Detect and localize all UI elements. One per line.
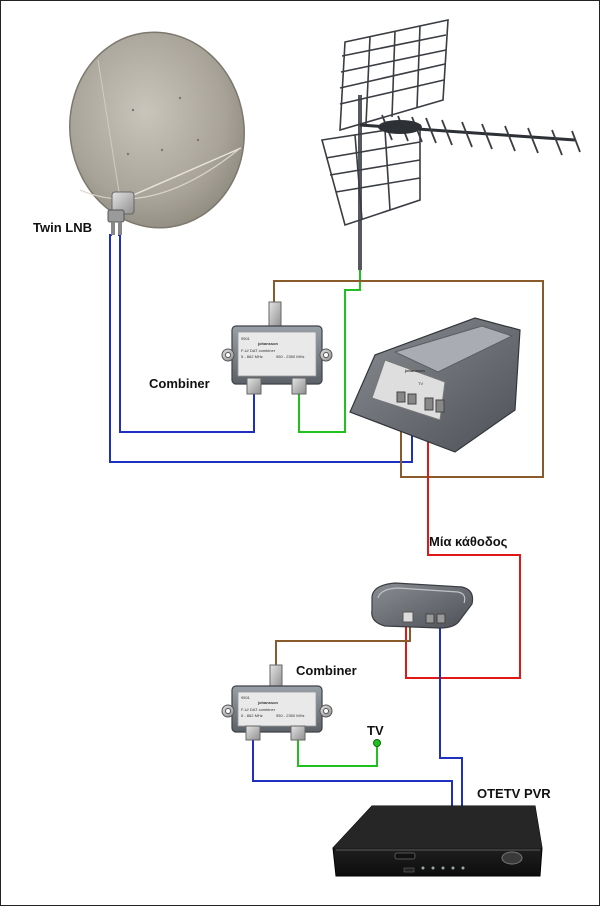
splitter-device (371, 582, 474, 629)
label-single-cable: Μία κάθοδος (429, 534, 508, 549)
cable-single-downlink (405, 410, 521, 679)
cable-combiner-to-multiswitch (273, 280, 544, 478)
label-pvr: OTETV PVR (477, 786, 551, 801)
cables (109, 234, 544, 811)
combiner-bottom-model: 9501 (241, 695, 251, 700)
multiswitch-device: johansson TV (349, 317, 521, 453)
combiner-top-spec: F-U/ DAT combiner (241, 348, 276, 353)
multiswitch-brand: johansson (404, 368, 426, 373)
label-twin-lnb: Twin LNB (33, 220, 92, 235)
combiner-bottom-range: 5 - 862 MHz (241, 713, 263, 718)
combiner-bottom-spec: F-U/ DAT combiner (241, 707, 276, 712)
combiner-top-range: 5 - 862 MHz (241, 354, 263, 359)
combiner-bottom-device: 9501 johansson F-U/ DAT combiner 5 - 862… (221, 664, 333, 741)
label-combiner-bottom: Combiner (296, 663, 357, 678)
twin-lnb (107, 191, 135, 235)
label-combiner-top: Combiner (149, 376, 210, 391)
cable-combiner-to-tv (297, 738, 378, 767)
label-tv: TV (367, 723, 384, 738)
cable-splitter-to-pvr (439, 622, 463, 811)
cable-combiner-to-pvr (252, 738, 453, 811)
multiswitch-label: TV (418, 381, 423, 386)
combiner-top-brand: johansson (257, 341, 279, 346)
pvr-device (332, 805, 543, 877)
satellite-dish (69, 31, 245, 229)
combiner-top-model: 9501 (241, 336, 251, 341)
cable-splitter-to-combiner (275, 626, 411, 677)
terrestrial-antenna (320, 18, 581, 270)
combiner-bottom-brand: johansson (257, 700, 279, 705)
combiner-top-device: 9501 johansson F-U/ DAT combiner 5 - 862… (221, 301, 333, 395)
labels: Twin LNB Combiner Μία κάθοδος Combiner T… (33, 220, 551, 801)
combiner-bottom-range-sat: 950 - 2350 MHz (276, 713, 304, 718)
combiner-top-range-sat: 950 - 2350 MHz (276, 354, 304, 359)
cable-lnb-to-multiswitch (109, 234, 413, 463)
tv-connection-dot (373, 739, 381, 747)
cable-terrestrial-to-combiner (298, 270, 361, 433)
